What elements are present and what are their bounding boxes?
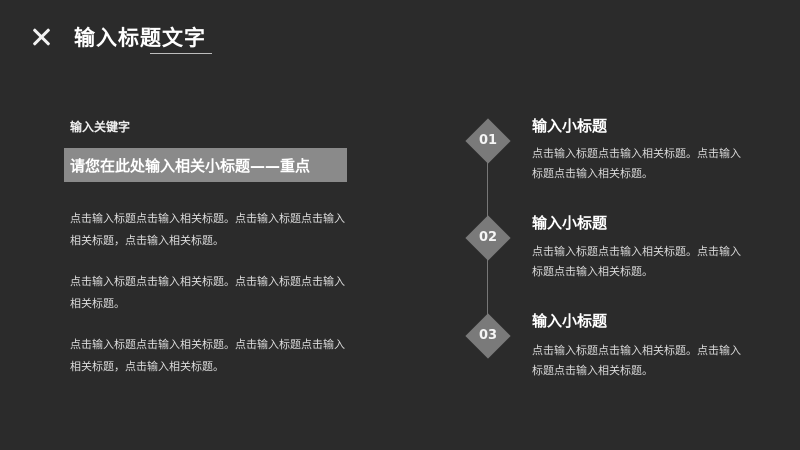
highlight-subtitle: 请您在此处输入相关小标题——重点 — [70, 156, 311, 175]
step-number: 02 — [478, 230, 498, 245]
step-number: 03 — [478, 328, 498, 343]
step-title: 输入小标题 — [532, 117, 608, 135]
title-underline — [150, 53, 212, 54]
close-icon[interactable] — [30, 26, 52, 48]
body-paragraph: 点击输入标题点击输入相关标题。点击输入标题点击输入相关标题。 — [70, 275, 345, 310]
page-title: 输入标题文字 — [74, 26, 206, 50]
highlight-box: 请您在此处输入相关小标题——重点 — [64, 148, 347, 182]
step-title: 输入小标题 — [532, 312, 608, 330]
keyword-label: 输入关键字 — [70, 120, 131, 134]
step-description: 点击输入标题点击输入相关标题。点击输入标题点击输入相关标题。 — [532, 344, 741, 377]
body-paragraph: 点击输入标题点击输入相关标题。点击输入标题点击输入相关标题，点击输入相关标题。 — [70, 212, 345, 247]
body-paragraph: 点击输入标题点击输入相关标题。点击输入标题点击输入相关标题，点击输入相关标题。 — [70, 338, 345, 373]
step-number: 01 — [478, 133, 498, 148]
step-description: 点击输入标题点击输入相关标题。点击输入标题点击输入相关标题。 — [532, 147, 741, 180]
step-description: 点击输入标题点击输入相关标题。点击输入标题点击输入相关标题。 — [532, 245, 741, 278]
step-title: 输入小标题 — [532, 214, 608, 232]
